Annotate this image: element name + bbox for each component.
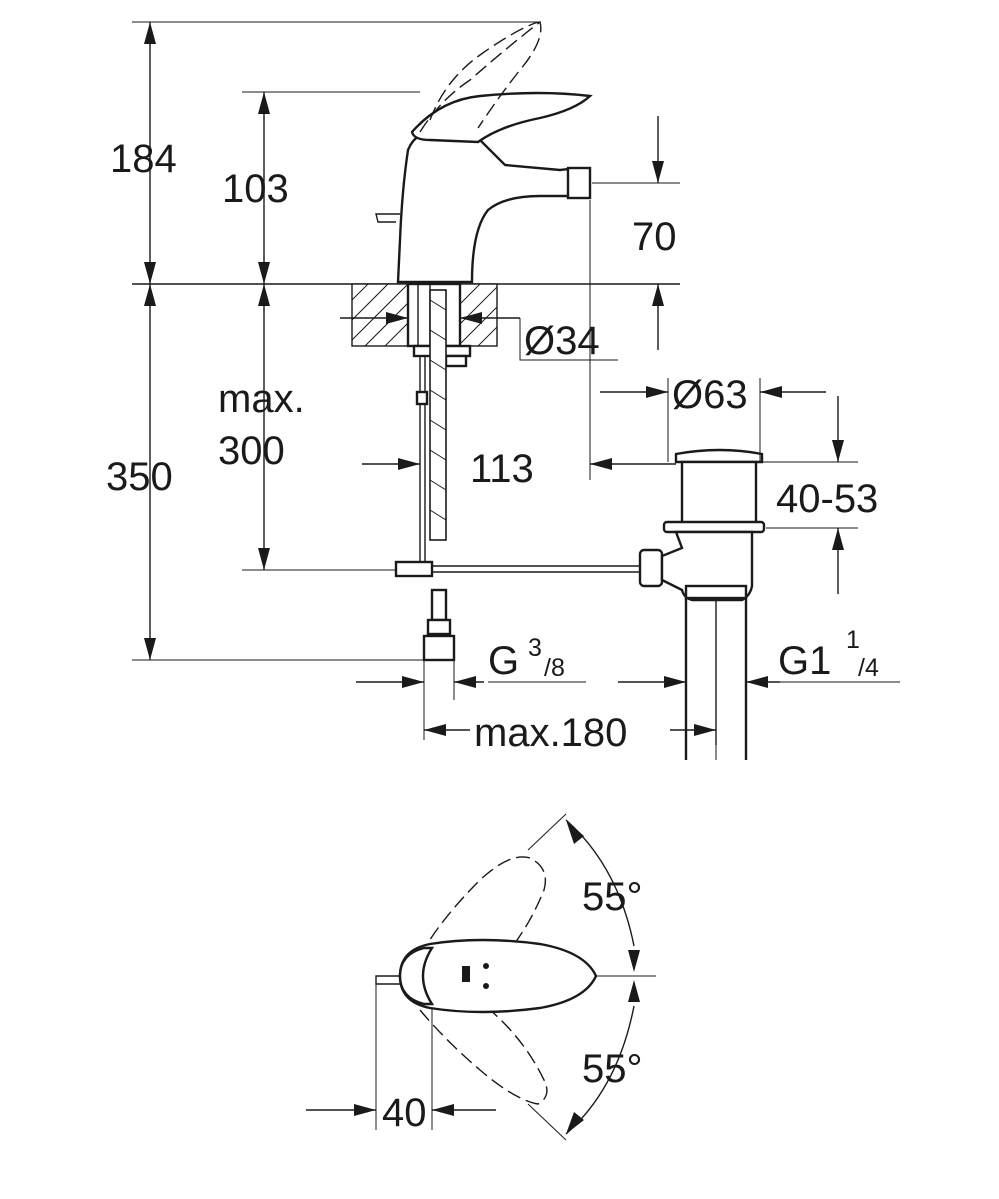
popup-waste	[660, 448, 766, 760]
dimension-spout-reach: 113	[362, 200, 676, 491]
dimension-waste-thread: G1 1 /4	[618, 626, 900, 688]
side-view: 184 103 70 Ø34	[106, 20, 900, 760]
top-view: 55° 55° 40	[306, 813, 656, 1141]
popup-rod	[375, 213, 400, 223]
label-max-hose-prefix: max.	[218, 377, 305, 421]
label-waste-thread-main: G1	[778, 639, 831, 683]
lever-swivel-bottom	[419, 993, 548, 1105]
dimension-height-spout: 70	[592, 116, 680, 350]
supply-hose	[429, 289, 447, 541]
label-popup-diameter: Ø63	[672, 373, 748, 417]
label-inlet-thread-main: G	[488, 639, 519, 683]
dimension-max-horizontal: max.180	[424, 711, 717, 760]
label-below-counter: 350	[106, 455, 173, 499]
dimension-swivel-bottom: 55°	[565, 980, 643, 1135]
label-spout-reach: 113	[470, 447, 534, 491]
label-swivel-top: 55°	[582, 875, 643, 919]
label-inlet-thread-den: /8	[544, 654, 565, 682]
dimension-max-hose: max. 300	[218, 284, 396, 571]
label-height-spout-top: 103	[222, 167, 289, 211]
label-swivel-bottom: 55°	[582, 1047, 643, 1091]
dimension-inlet-thread: G 3 /8	[356, 634, 586, 740]
label-waste-thread-den: /4	[858, 654, 879, 682]
dimension-height-total: 184	[110, 21, 540, 284]
temperature-indicator	[462, 966, 470, 982]
lever-handle	[410, 91, 593, 144]
label-hole-diameter: Ø34	[524, 319, 600, 363]
label-inlet-thread-num: 3	[528, 634, 542, 662]
dimension-lever-offset: 40	[306, 984, 496, 1135]
spout-nozzle	[566, 166, 592, 200]
dimension-below-counter: 350	[106, 284, 424, 661]
mounting-assembly	[406, 282, 472, 662]
linkage-rod	[394, 548, 664, 588]
label-height-total: 184	[110, 137, 177, 181]
label-max-hose-value: 300	[218, 429, 285, 473]
label-popup-adjust: 40-53	[776, 477, 878, 521]
dimension-hole-diameter: Ø34	[340, 312, 618, 363]
label-waste-thread-num: 1	[846, 626, 860, 654]
dimension-swivel-top: 55°	[565, 819, 643, 972]
dimension-height-spout-top: 103	[222, 91, 420, 284]
label-height-spout: 70	[632, 215, 677, 259]
faucet-body	[396, 133, 584, 284]
label-lever-offset: 40	[382, 1091, 427, 1135]
dimension-popup-diameter: Ø63	[600, 373, 826, 462]
label-max-horizontal: max.180	[474, 711, 627, 755]
dimension-popup-adjust: 40-53	[762, 396, 878, 594]
